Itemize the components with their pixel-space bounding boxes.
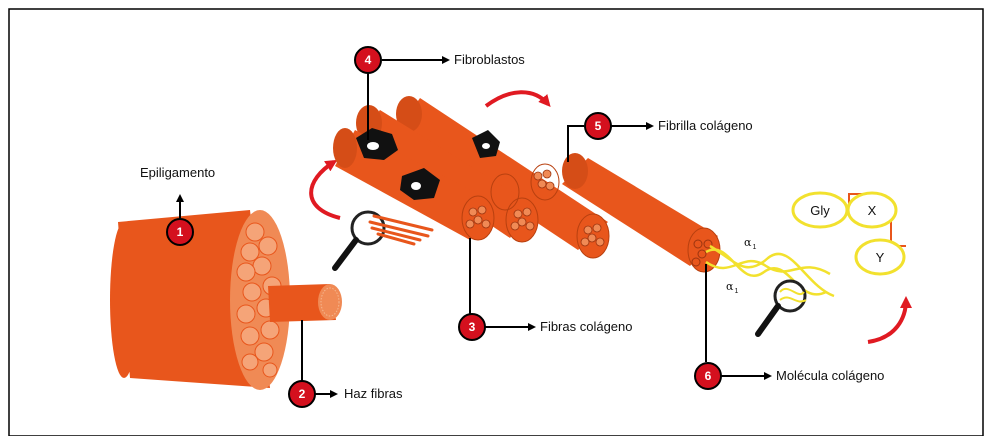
curved-arrow-icon xyxy=(868,300,906,342)
amino-acid-chain: Gly X Y xyxy=(793,193,906,274)
amino-gly-label: Gly xyxy=(810,203,830,218)
svg-text:6: 6 xyxy=(705,369,712,383)
magnifier-icon xyxy=(758,281,806,334)
label-haz-fibras: Haz fibras xyxy=(344,386,403,401)
curved-arrow-icon xyxy=(486,92,548,106)
magnifier-icon xyxy=(335,212,432,268)
svg-text:3: 3 xyxy=(469,320,476,334)
amino-x-label: X xyxy=(868,203,877,218)
label-epiligamento: Epiligamento xyxy=(140,165,215,180)
svg-text:2: 2 xyxy=(299,387,306,401)
svg-text:5: 5 xyxy=(595,119,602,133)
curved-arrow-icon xyxy=(311,162,340,218)
ligament-cylinder xyxy=(110,210,342,390)
marker-5: 5 xyxy=(585,113,611,139)
marker-4: 4 xyxy=(355,47,381,73)
label-molecula-colageno: Molécula colágeno xyxy=(776,368,884,383)
alpha-chain-label: α1 xyxy=(726,280,738,295)
marker-2: 2 xyxy=(289,381,315,407)
marker-6: 6 xyxy=(695,363,721,389)
label-fibras-colageno: Fibras colágeno xyxy=(540,319,633,334)
marker-1: 1 xyxy=(167,219,193,245)
amino-y-label: Y xyxy=(876,250,885,265)
alpha-chain-label: α1 xyxy=(744,236,756,251)
marker-3: 3 xyxy=(459,314,485,340)
label-fibrilla-colageno: Fibrilla colágeno xyxy=(658,118,753,133)
svg-text:4: 4 xyxy=(365,53,372,67)
label-fibroblastos: Fibroblastos xyxy=(454,52,525,67)
svg-text:1: 1 xyxy=(177,225,184,239)
